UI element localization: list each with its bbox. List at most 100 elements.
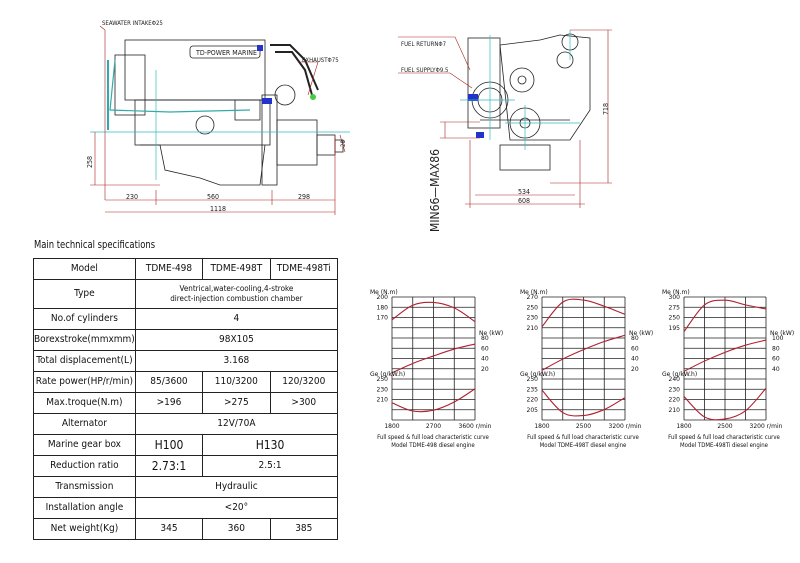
fuel-return-label: FUEL RETURNΦ7 [401,41,447,48]
table-row: Max.troque(N.m) >196 >275 >300 [33,392,339,414]
x-tick-label: 3200 r/min [750,423,783,430]
y-tick-label: 20 [631,366,639,373]
series-line [541,334,626,371]
y-tick-label: 220 [527,397,539,404]
chart-title: Full speed & full load characteristic cu… [668,434,780,441]
y-tick-label: 40 [772,366,780,373]
y-tick-label: 60 [631,345,639,352]
y-tick-label: 20 [481,366,489,373]
series-name-label: Me (N.m) [662,289,690,296]
fuel-supply-label: FUEL SUPPLYΦ9.5 [401,67,449,74]
y-tick-label: 230 [377,386,389,393]
series-line [683,387,767,421]
chart-2-caption: Full speed & full load characteristic cu… [523,434,643,450]
seawater-intake-label: SEAWATER INTAKEΦ25 [102,20,163,27]
y-tick-label: 250 [377,376,389,383]
x-tick-label: 3600 r/min [459,423,492,430]
series-name-label: Ge (g/kW.h) [662,371,697,378]
y-tick-label: 100 [772,335,784,342]
dim-230: 230 [126,193,139,201]
series-name-label: Ge (g/kW.h) [520,371,555,378]
series-name-label: Ne (kW) [629,330,653,337]
y-tick-label: 205 [527,407,539,414]
table-row: Model TDME-498 TDME-498T TDME-498Ti [33,258,339,280]
table-row: Transmission Hydraulic [33,476,339,498]
chart-title: Full speed & full load characteristic cu… [377,434,489,441]
series-line [391,301,476,323]
chart-1-caption: Full speed & full load characteristic cu… [373,434,493,450]
series-line [541,298,626,328]
y-tick-label: 220 [669,397,681,404]
y-tick-label: 230 [527,315,539,322]
y-tick-label: 235 [527,386,539,393]
spec-title: Main technical specifications [34,238,156,251]
table-row: Net weight(Kg) 345 360 385 [33,518,339,540]
dim-1118: 1118 [210,205,227,213]
dim-298: 298 [298,193,311,201]
y-tick-label: 250 [527,376,539,383]
y-tick-label: 230 [669,386,681,393]
x-tick-label: 1800 [384,423,399,430]
y-tick-label: 200 [377,294,389,301]
x-tick-label: 2500 [717,423,732,430]
type-line2: direct-injection combustion chamber [170,294,303,303]
table-row: Borexstroke(mmxmm) 98X105 [33,329,339,351]
x-tick-label: 1800 [534,423,549,430]
front-view-drawing [398,29,612,208]
y-tick-label: 250 [527,304,539,311]
y-tick-label: 80 [772,345,780,352]
y-tick-label: 195 [669,325,681,332]
y-tick-label: 270 [527,294,539,301]
x-tick-label: 2700 [426,423,441,430]
dim-534: 534 [518,188,531,196]
type-line1: Ventrical,water-cooling,4-stroke [179,284,294,293]
dim-560: 560 [207,193,220,201]
series-name-label: Ge (g/kW.h) [370,371,405,378]
x-tick-label: 2500 [576,423,591,430]
y-tick-label: 300 [669,294,681,301]
y-tick-label: 210 [527,325,539,332]
y-tick-label: 210 [377,397,389,404]
series-name-label: Me (N.m) [520,289,548,296]
y-tick-label: 275 [669,304,681,311]
y-tick-label: 60 [481,345,489,352]
table-row: No.of cylinders 4 [33,308,339,330]
value-cell: 385 [269,518,339,540]
x-tick-label: 3200 r/min [609,423,642,430]
chart-subtitle: Model TDME-498Ti diesel engine [679,442,769,449]
value-cell: 360 [202,518,271,540]
chart-subtitle: Model TDME-498 diesel engine [391,442,475,449]
chart-subtitle: Model TDME-498T diesel engine [539,442,627,449]
series-line [541,389,626,417]
y-tick-label: 170 [377,315,389,322]
y-tick-label: 210 [669,407,681,414]
dim-608: 608 [518,197,531,205]
y-tick-label: 60 [772,356,780,363]
series-line [391,343,476,374]
table-row: Reduction ratio 2.73:1 2.5:1 [33,455,338,477]
y-tick-label: 250 [669,315,681,322]
series-name-label: Ne (kW) [479,330,503,337]
y-tick-label: 40 [481,356,489,363]
x-tick-label: 1800 [676,423,691,430]
series-line [391,388,476,413]
y-tick-label: 240 [669,376,681,383]
brand-plate-frame [189,45,261,59]
series-line [683,339,767,372]
y-tick-label: 180 [377,304,389,311]
spec-table: Model TDME-498 TDME-498T TDME-498Ti Type… [33,258,339,540]
brand-plate: TD-POWER MARINE [196,49,257,57]
side-view-drawing [90,25,350,215]
y-tick-label: 80 [631,335,639,342]
y-tick-label: 40 [631,356,639,363]
y-tick-label: 80 [481,335,489,342]
chart-title: Full speed & full load characteristic cu… [527,434,639,441]
series-line [683,299,767,333]
series-name-label: Ne (kW) [770,330,794,337]
exhaust-label: EXHAUSTΦ75 [302,57,339,64]
table-row: Marine gear box H100 H130 [33,434,338,456]
